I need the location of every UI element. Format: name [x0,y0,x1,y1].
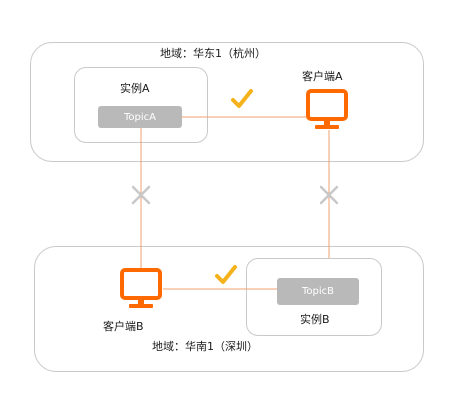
client-b-label: 客户端B [103,320,144,333]
client-a-label: 客户端A [302,70,343,83]
topic-b: TopicB [277,278,359,305]
instance-a-label: 实例A [120,82,150,95]
region-b-title: 地域：华南1（深圳） [152,340,258,353]
cross-icon [319,185,339,205]
instance-b-label: 实例B [300,313,330,326]
check-icon [231,89,253,108]
check-icon [215,265,237,284]
topic-a: TopicA [98,106,182,128]
monitor-icon [306,89,348,129]
cross-icon [131,185,151,205]
region-a-title: 地域：华东1（杭州） [160,47,266,60]
monitor-icon [120,268,162,308]
